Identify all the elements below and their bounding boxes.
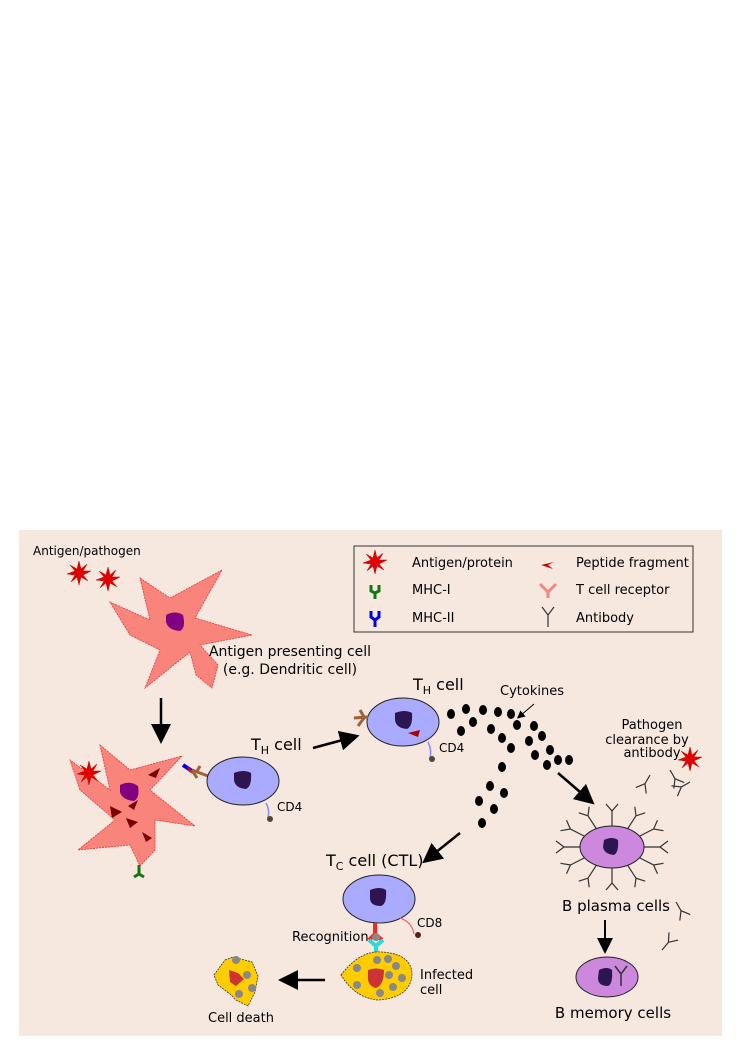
arrow: [557, 772, 595, 805]
cytokine-dot: [498, 762, 506, 772]
cytokine-dot: [507, 709, 515, 719]
cytokine-dot: [538, 731, 546, 741]
arrow: [422, 832, 461, 864]
cytokine-dot: [498, 733, 506, 743]
antibody-icon: [605, 867, 619, 891]
cytokines-label: Cytokines: [500, 684, 564, 699]
legend-label: Antibody: [576, 611, 634, 626]
antibody-icon: [626, 863, 646, 888]
antigen-presenting-cell: [108, 568, 253, 690]
cytokine-dot: [525, 736, 533, 746]
cytokine-dot: [457, 726, 465, 736]
cytokine-dot: [494, 707, 502, 717]
cytokine-dot: [475, 796, 483, 806]
legend-label: MHC-I: [412, 583, 451, 598]
cd4-label: CD4: [277, 800, 302, 814]
cytokine-dot: [513, 720, 521, 730]
cytokine-dot: [486, 781, 494, 791]
cytokine-dot: [546, 745, 554, 755]
antibody-icon: [560, 820, 587, 838]
antibody-icon: [578, 863, 598, 888]
cytokine-dot: [487, 724, 495, 734]
cytokine-dot: [543, 760, 551, 770]
pathogen-clearance-label: clearance by: [605, 733, 689, 748]
legend: Antigen/protein Peptide fragment MHC-I T…: [353, 545, 694, 633]
antibody-icon: [626, 806, 646, 831]
mhc-ii-icon: [369, 611, 381, 627]
cytokine-dot: [490, 804, 498, 814]
infected-cell-label: cell: [420, 983, 442, 998]
cytokines-pointer: [516, 703, 535, 719]
antibody-icon: [637, 856, 664, 874]
cd4-label: CD4: [439, 741, 464, 755]
recognition-label: Recognition: [292, 930, 369, 945]
apc-label-sub: (e.g. Dendritic cell): [223, 662, 357, 678]
apc-label: Antigen presenting cell: [209, 644, 371, 660]
pathogen-clearance-label: Pathogen: [621, 718, 682, 733]
cd8-label: CD8: [417, 916, 442, 930]
tc-cell-label: TC cell (CTL): [325, 851, 424, 873]
peptide-fragment-icon: [541, 562, 554, 569]
th-cell-label: TH cell: [250, 735, 302, 757]
mhc-i-icon: [133, 865, 145, 879]
antibody-icon: [642, 840, 669, 854]
cytokine-dot: [554, 755, 562, 765]
legend-label: T cell receptor: [575, 583, 670, 598]
th-cell-activated: [353, 697, 440, 762]
antibody-icon: [578, 806, 598, 831]
antigen-presenting-cell-activated: [69, 743, 209, 879]
legend-label: Antigen/protein: [412, 556, 513, 571]
cytokine-dot: [500, 788, 508, 798]
cytokine-dot: [462, 704, 470, 714]
infected-cell-label: Infected: [420, 968, 473, 983]
t-cell-receptor-icon: [538, 582, 558, 598]
cytokine-dot: [479, 705, 487, 715]
cytokine-dot: [478, 818, 486, 828]
cytokine-dot: [530, 721, 538, 731]
antibody-icon: [541, 606, 555, 627]
b-plasma-label: B plasma cells: [562, 897, 670, 915]
cell-death-label: Cell death: [208, 1011, 274, 1026]
b-memory-label: B memory cells: [555, 1004, 671, 1022]
legend-label: Peptide fragment: [576, 556, 689, 571]
mhc-i-icon: [369, 585, 381, 599]
th-cell-label: TH cell: [412, 675, 464, 697]
th-cell: [206, 756, 280, 822]
antibody-icon: [605, 803, 619, 827]
b-plasma-cell: [555, 803, 669, 891]
antibody-icon: [555, 840, 582, 854]
antibody-icon: [614, 965, 628, 986]
antibody-icon: [637, 820, 664, 838]
cytokines: [447, 704, 573, 828]
arrow: [312, 730, 360, 751]
cytokine-dot: [507, 743, 515, 753]
infected-cell: [340, 951, 413, 1001]
cytokine-dot: [531, 750, 539, 760]
pathogen-clearance-label: antibody: [623, 746, 680, 761]
tc-cell: [342, 874, 421, 954]
cytokine-dot: [565, 755, 573, 765]
antibody-icon: [560, 856, 587, 874]
dead-cell: [213, 956, 259, 1007]
legend-label: MHC-II: [412, 611, 454, 626]
b-memory-cell: [575, 956, 639, 998]
cytokine-dot: [469, 717, 477, 727]
antigen-pathogen-label: Antigen/pathogen: [33, 544, 141, 558]
cytokine-dot: [447, 709, 455, 719]
